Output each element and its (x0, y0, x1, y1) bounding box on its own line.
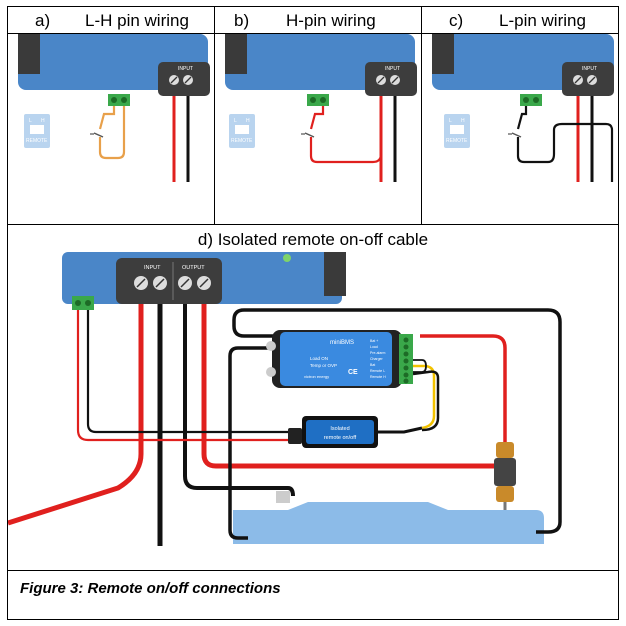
label-l-c: L (449, 118, 452, 124)
minibms-terminal-6: Remote H (370, 375, 386, 379)
isolated-cable-line2: remote on/off (324, 435, 357, 441)
minibms-terminal-2: Pre-alarm (370, 351, 385, 355)
isolated-cable-line1: Isolated (330, 426, 349, 432)
label-l-a: L (29, 118, 32, 124)
label-remote-b: REMOTE (231, 138, 253, 144)
minibms-name: miniBMS (330, 340, 354, 346)
minibms-terminal-4: Bat (370, 363, 375, 367)
panel-c-diagram: INPUT L H REMOTE (432, 34, 614, 182)
panel-b-header: b) H-pin wiring (214, 7, 421, 33)
row-divider (7, 224, 619, 225)
caption-divider (7, 570, 619, 571)
label-remote-a: REMOTE (26, 138, 48, 144)
panel-b-diagram: INPUT L H REMOTE (225, 34, 417, 182)
minibms-brand: victron energy (304, 374, 329, 379)
label-h-b: H (246, 118, 250, 124)
minibms-load-on: Load ON (310, 356, 328, 361)
panel-b-letter: b) (234, 11, 250, 30)
header-divider (7, 33, 619, 34)
column-divider-1 (214, 6, 215, 224)
panel-a-letter: a) (35, 11, 51, 30)
label-l-b: L (234, 118, 237, 124)
panel-a-diagram: INPUT L H REMOTE (18, 34, 210, 182)
input-label-c: INPUT (582, 66, 597, 72)
label-h-a: H (41, 118, 45, 124)
panel-d-diagram: INPUT OUTPUT Isolated remote on/off mini… (8, 252, 562, 546)
minibms-terminal-1: Load (370, 345, 378, 349)
minibms-ce: CE (348, 369, 358, 376)
figure-caption: Figure 3: Remote on/off connections (20, 580, 281, 597)
column-divider-2 (421, 6, 422, 224)
figure-frame (7, 6, 619, 620)
minibms-terminal-3: Charger (370, 357, 383, 361)
panel-a-title: L-H pin wiring (85, 11, 189, 30)
output-label-d: OUTPUT (182, 265, 205, 271)
panel-b-title: H-pin wiring (286, 11, 376, 30)
input-label-a: INPUT (178, 66, 193, 72)
panel-c-title: L-pin wiring (499, 11, 586, 30)
panel-a-header: a) L-H pin wiring (7, 7, 214, 33)
label-h-c: H (461, 118, 465, 124)
input-label-d: INPUT (144, 265, 161, 271)
minibms-terminal-5: Remote L (370, 369, 385, 373)
panel-c-header: c) L-pin wiring (421, 7, 619, 33)
input-label-b: INPUT (385, 66, 400, 72)
minibms-temp: Temp or OVP (310, 363, 337, 368)
minibms-terminal-0: Bat + (370, 339, 378, 343)
panel-c-letter: c) (449, 11, 464, 30)
label-remote-c: REMOTE (446, 138, 468, 144)
panel-d-title: d) Isolated remote on-off cable (197, 230, 429, 249)
